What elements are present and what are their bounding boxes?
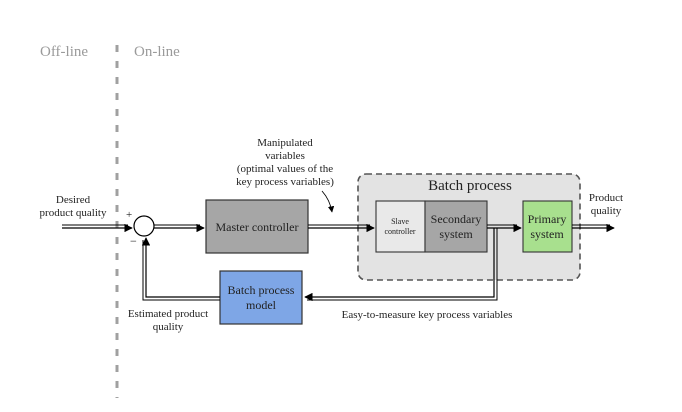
estimated-label-1: Estimated product (128, 308, 208, 320)
secondary-system-block (424, 200, 488, 253)
manip-label-2: variables (265, 150, 305, 162)
estimated-label-2: quality (153, 321, 184, 333)
manip-label-4: key process variables) (236, 176, 334, 188)
secondary-label-2: system (439, 227, 473, 241)
desired-label-1: Desired (56, 194, 91, 206)
model-to-sum-line-double (142, 240, 220, 301)
manip-label-3: (optimal values of the (237, 163, 333, 175)
online-label: On-line (134, 44, 180, 60)
easy-measure-label: Easy-to-measure key process variables (342, 309, 513, 321)
feedback-to-model-line-double (307, 228, 498, 301)
feedback-to-model-line (304, 228, 495, 302)
manip-label-1: Manipulated (257, 137, 313, 149)
product-label-1: Product (589, 192, 623, 204)
model-label-2: model (246, 298, 277, 312)
primary-system-block (522, 200, 573, 253)
batch-process-title: Batch process (428, 178, 512, 194)
batch-model-block (219, 270, 303, 325)
secondary-label-1: Secondary (431, 212, 482, 226)
summing-minus: − (130, 234, 137, 248)
slave-label-1: Slave (391, 217, 409, 226)
model-label-1: Batch process (228, 283, 295, 297)
summing-plus: + (126, 209, 132, 221)
model-to-sum-line (141, 237, 220, 298)
master-controller-block (205, 199, 309, 254)
manip-pointer (321, 190, 335, 213)
desired-label-2: product quality (40, 207, 107, 219)
primary-label-2: system (530, 227, 564, 241)
summing-junction (133, 215, 155, 237)
product-label-2: quality (591, 205, 622, 217)
offline-label: Off-line (40, 44, 88, 60)
master-controller-label: Master controller (216, 220, 299, 234)
slave-label-2: controller (384, 227, 415, 236)
primary-label-1: Primary (528, 212, 567, 226)
